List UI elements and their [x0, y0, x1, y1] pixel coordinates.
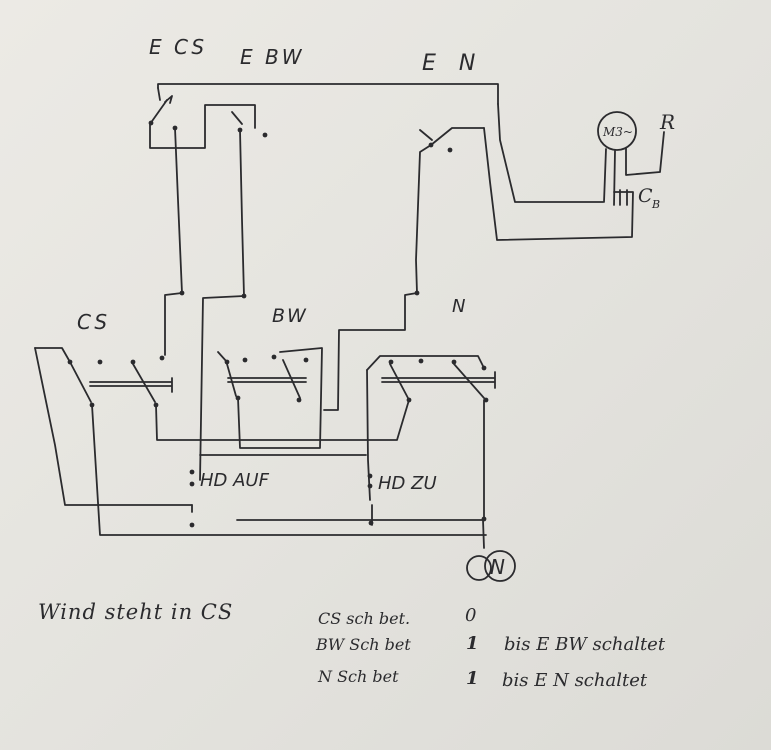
motor-m3: M3~	[597, 111, 665, 206]
limit-switch-ecs	[148, 95, 256, 149]
switch-cs	[34, 292, 193, 506]
neutral-terminal: N	[466, 550, 516, 582]
n-label: N	[452, 296, 465, 317]
hd-zu-label: HD ZU	[378, 473, 437, 494]
table-val-3: 1	[466, 668, 479, 689]
state-table: CS sch bet. 0 BW Sch bet 1 bis E BW scha…	[315, 605, 666, 691]
motor-label: M3~	[602, 125, 633, 139]
wire-ebw-bw	[239, 129, 245, 297]
table-desc-3: bis E N schaltet	[502, 670, 648, 691]
capacitor-cb: C B	[619, 185, 660, 211]
neutral-label: N	[490, 555, 505, 579]
table-val-1: 0	[465, 605, 476, 626]
ecs-label: E CS	[149, 35, 207, 59]
limit-switch-en	[419, 127, 485, 153]
switch-bw	[199, 295, 323, 481]
table-key-1: CS sch bet.	[318, 609, 410, 628]
capacitor-sub: B	[651, 198, 660, 211]
wire-en-n	[415, 144, 432, 294]
table-key-3: N Sch bet	[317, 667, 399, 686]
limit-switch-ebw	[231, 111, 268, 138]
ebw-label: E BW	[240, 45, 305, 69]
table-key-2: BW Sch bet	[315, 635, 411, 654]
r-label: R	[659, 110, 675, 134]
cs-label: CS	[77, 310, 110, 334]
en-label: E N	[422, 51, 483, 76]
switch-n	[323, 292, 496, 411]
table-desc-2: bis E BW schaltet	[504, 634, 666, 655]
capacitor-label: C	[638, 185, 653, 207]
table-val-2: 1	[466, 633, 479, 654]
hd-auf-label: HD AUF	[200, 470, 270, 491]
wire-ecs-cs	[174, 127, 183, 294]
bw-label: BW	[272, 305, 308, 327]
wind-note: Wind steht in CS	[38, 600, 233, 624]
